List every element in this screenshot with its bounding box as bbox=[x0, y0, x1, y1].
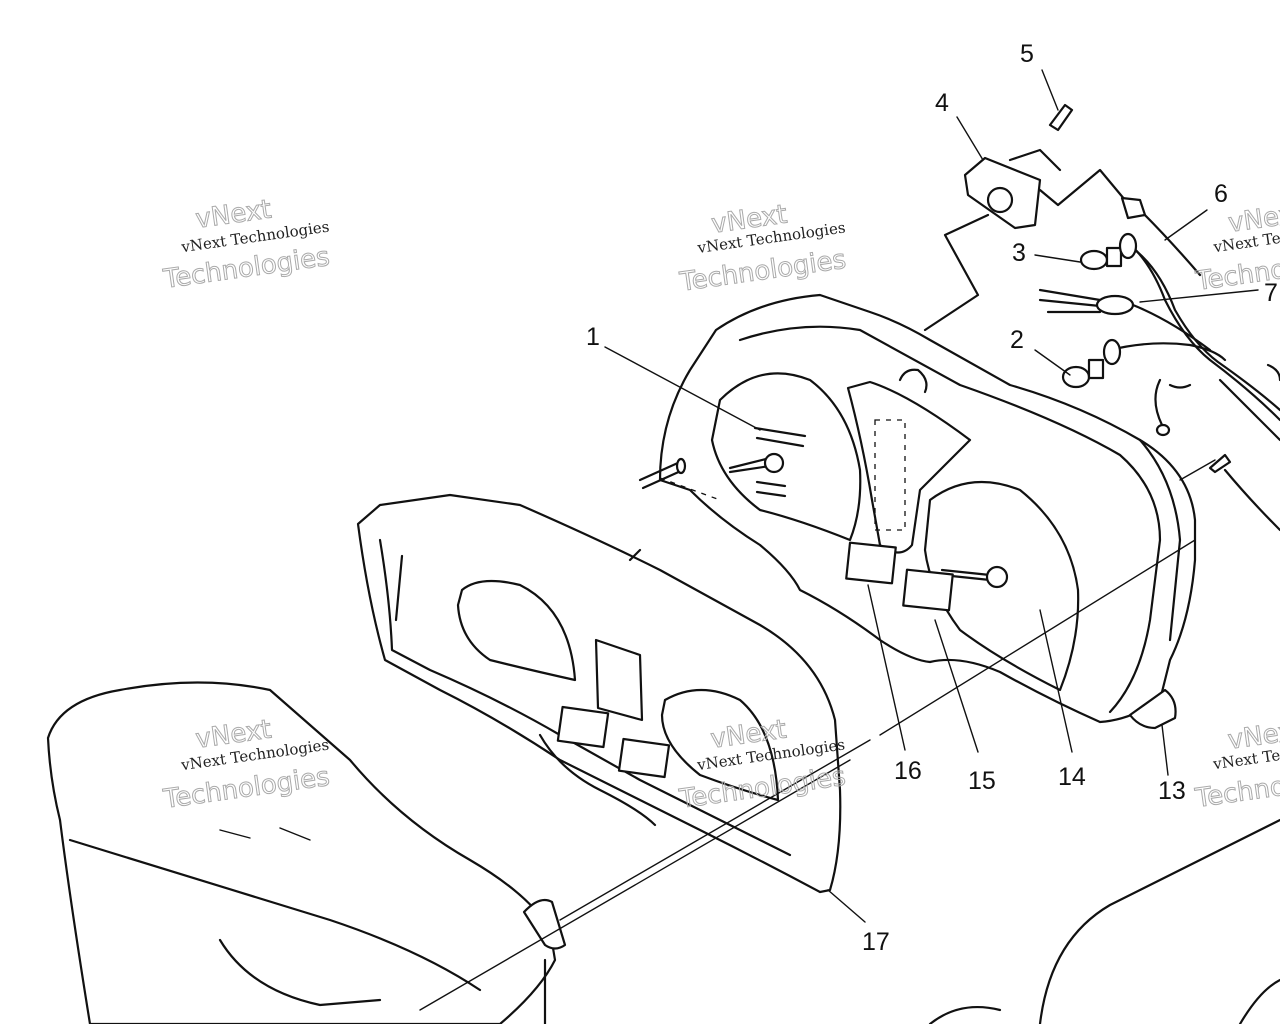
leader-lines bbox=[419, 69, 1259, 1011]
callout-16: 16 bbox=[894, 757, 922, 785]
watermark-5: vNext vNext Technologies Technologies bbox=[1193, 198, 1280, 297]
fairing-outline bbox=[928, 818, 1280, 1024]
screw-12 bbox=[1208, 453, 1232, 474]
callout-1: 1 bbox=[586, 323, 600, 351]
watermark-6: vNext vNext Technologies Technologies bbox=[1192, 715, 1280, 814]
cluster-cover-visor bbox=[46, 681, 567, 1024]
callout-15: 15 bbox=[968, 767, 996, 795]
callout-2: 2 bbox=[1010, 326, 1024, 354]
screw-5 bbox=[1048, 103, 1074, 132]
wiring-harness bbox=[1038, 208, 1280, 532]
callout-13: 13 bbox=[1158, 777, 1186, 805]
callout-14: 14 bbox=[1058, 763, 1086, 791]
watermark-1: vNext vNext Technologies Technologies bbox=[160, 194, 332, 295]
instrument-cluster-housing bbox=[638, 293, 1197, 730]
speed-sensor-4 bbox=[963, 148, 1147, 230]
bulb-3 bbox=[1079, 232, 1138, 271]
callout-labels: 1 2 3 4 5 6 7 13 14 15 16 17 bbox=[586, 40, 1278, 956]
callout-4: 4 bbox=[935, 89, 949, 117]
bulb-2 bbox=[1061, 338, 1122, 389]
callout-7: 7 bbox=[1264, 279, 1278, 307]
callout-6: 6 bbox=[1214, 180, 1228, 208]
cluster-lens-bezel bbox=[356, 493, 842, 894]
callout-3: 3 bbox=[1012, 239, 1026, 267]
callout-5: 5 bbox=[1020, 40, 1034, 68]
watermark-2: vNext vNext Technologies Technologies bbox=[677, 199, 849, 298]
callout-17: 17 bbox=[862, 928, 890, 956]
